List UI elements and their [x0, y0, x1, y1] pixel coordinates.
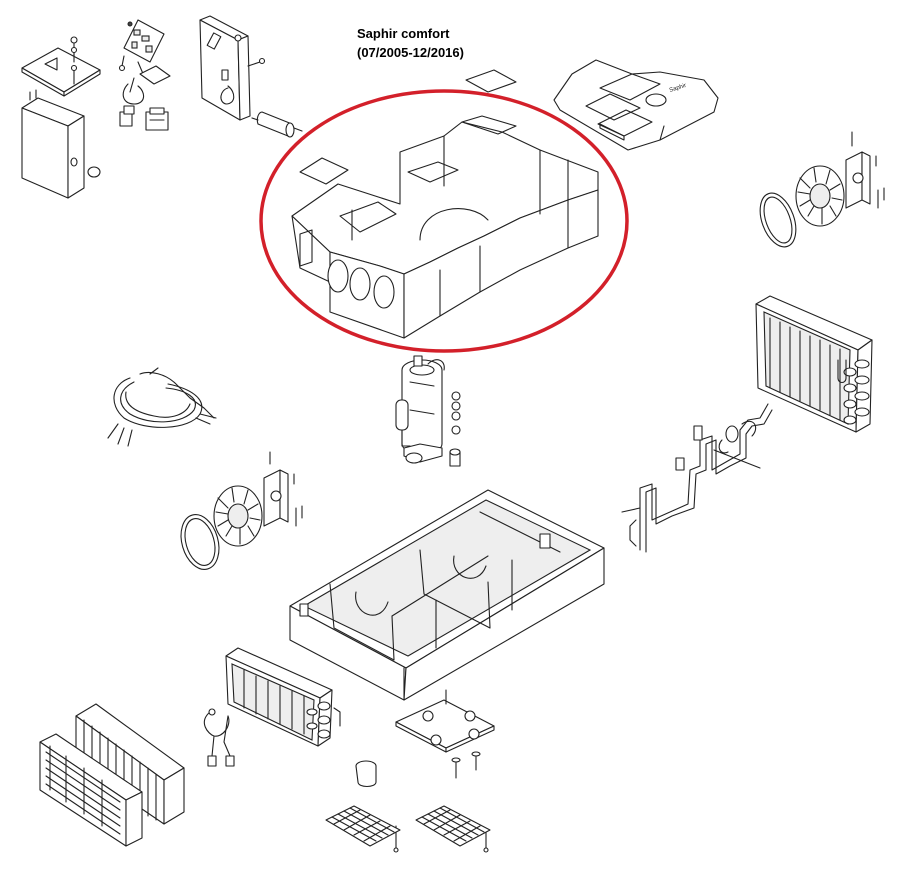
transformer-part[interactable] — [119, 105, 169, 131]
base-tray-part[interactable] — [289, 489, 605, 701]
top-cover-plate-part[interactable] — [21, 36, 101, 97]
shroud-logo: Saphir — [669, 83, 687, 94]
mesh-screen-left-part[interactable] — [325, 805, 401, 847]
compressor-part[interactable] — [395, 355, 461, 467]
condenser-fan-part[interactable] — [175, 451, 303, 574]
thermostat-probe-part[interactable] — [203, 708, 235, 767]
production-period: (07/2005-12/2016) — [357, 45, 464, 60]
mesh-screen-right-part[interactable] — [415, 805, 491, 847]
refrigerant-piping-part[interactable] — [621, 403, 773, 553]
wiring-harness-part[interactable] — [107, 367, 217, 447]
capacitor-part[interactable] — [251, 111, 303, 138]
pcb-board-part[interactable] — [118, 19, 171, 105]
plug-cap-part[interactable] — [355, 760, 377, 788]
control-housing-part[interactable] — [21, 89, 101, 199]
model-name: Saphir comfort — [357, 26, 450, 41]
condenser-coil-part[interactable] — [755, 295, 873, 433]
highlight-ellipse — [259, 89, 629, 353]
air-grille-part[interactable] — [39, 733, 143, 847]
access-panel-part[interactable] — [465, 69, 517, 93]
evaporator-coil-part[interactable] — [225, 647, 341, 747]
top-shroud-part[interactable]: Saphir — [553, 59, 719, 151]
side-panel-part[interactable] — [199, 15, 266, 121]
evaporator-fan-part[interactable] — [753, 131, 885, 252]
mounting-plate-part[interactable] — [395, 689, 495, 753]
main-housing-part[interactable] — [291, 115, 599, 339]
model-title: Saphir comfort (07/2005-12/2016) — [357, 24, 464, 62]
